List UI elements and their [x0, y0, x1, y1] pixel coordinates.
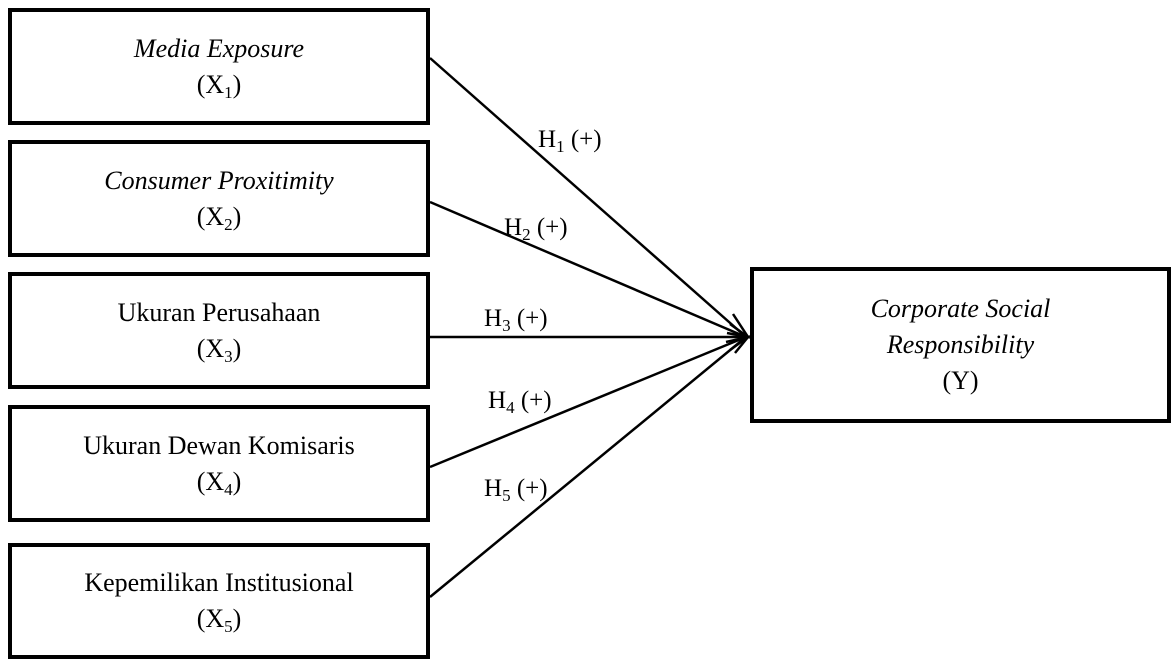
variable-name: Ukuran Dewan Komisaris: [83, 430, 355, 460]
variable-name: Consumer Proxitimity: [104, 165, 334, 195]
variable-box-ukuran-dewan-komisaris: Ukuran Dewan Komisaris (X4): [8, 405, 430, 522]
variable-box-corporate-social-responsibility: Corporate Social Responsibility (Y): [750, 267, 1171, 423]
variable-box-consumer-proxitimity: Consumer Proxitimity (X2): [8, 140, 430, 257]
variable-name-line1: Corporate Social: [870, 294, 1051, 323]
hypothesis-subscript: 5: [502, 486, 511, 505]
variable-box-ukuran-perusahaan: Ukuran Perusahaan (X3): [8, 272, 430, 389]
symbol-subscript: 3: [224, 346, 233, 366]
hypothesis-label-h5: H5 (+): [484, 475, 548, 505]
variable-symbol: (X5): [196, 604, 242, 636]
variable-name: Ukuran Perusahaan: [117, 297, 321, 327]
hypothesis-label-h1: H1 (+): [538, 126, 602, 156]
variable-symbol: (X1): [196, 69, 242, 102]
variable-symbol: (X4): [196, 466, 242, 499]
hypothesis-letter: H: [538, 126, 557, 153]
hypothesis-letter: H: [484, 475, 503, 502]
arrow-h5: [429, 336, 747, 598]
hypothesis-subscript: 2: [522, 225, 531, 244]
hypothesis-letter: H: [488, 387, 507, 414]
symbol-subscript: 4: [224, 479, 233, 499]
hypothesis-letter: H: [484, 305, 503, 332]
arrow-h4: [429, 335, 747, 469]
hypothesis-label-h3: H3 (+): [484, 305, 548, 335]
variable-box-media-exposure: Media Exposure (X1): [8, 8, 430, 125]
hypothesis-sign: (+): [510, 305, 548, 332]
symbol-letter: X: [205, 201, 225, 231]
symbol-letter: X: [205, 69, 225, 99]
hypothesis-subscript: 4: [506, 398, 515, 417]
hypothesis-subscript: 1: [556, 137, 565, 156]
variable-name: Kepemilikan Institusional: [84, 568, 354, 597]
symbol-letter: X: [205, 333, 225, 363]
hypothesis-sign: (+): [514, 387, 552, 414]
symbol-letter: X: [205, 466, 225, 496]
symbol-letter: X: [205, 604, 225, 633]
symbol-subscript: 5: [224, 617, 233, 636]
variable-box-kepemilikan-institusional: Kepemilikan Institusional (X5): [8, 543, 430, 659]
hypothesis-sign: (+): [564, 126, 602, 153]
hypothesis-subscript: 3: [502, 316, 511, 335]
variable-name-line2: Responsibility: [886, 330, 1035, 359]
hypothesis-label-h4: H4 (+): [488, 387, 552, 417]
arrowhead-icon: [725, 313, 752, 354]
hypothesis-label-h2: H2 (+): [504, 214, 568, 244]
variable-name: Media Exposure: [133, 33, 305, 63]
hypothesis-sign: (+): [530, 214, 568, 241]
arrow-h1: [429, 57, 747, 338]
variable-symbol: (X2): [196, 201, 242, 234]
variable-symbol: (X3): [196, 333, 242, 366]
arrow-h2: [429, 200, 747, 339]
symbol-subscript: 1: [224, 82, 233, 102]
hypothesis-letter: H: [504, 214, 523, 241]
variable-symbol: (Y): [942, 366, 979, 395]
hypothesis-sign: (+): [510, 475, 548, 502]
symbol-subscript: 2: [224, 214, 233, 234]
